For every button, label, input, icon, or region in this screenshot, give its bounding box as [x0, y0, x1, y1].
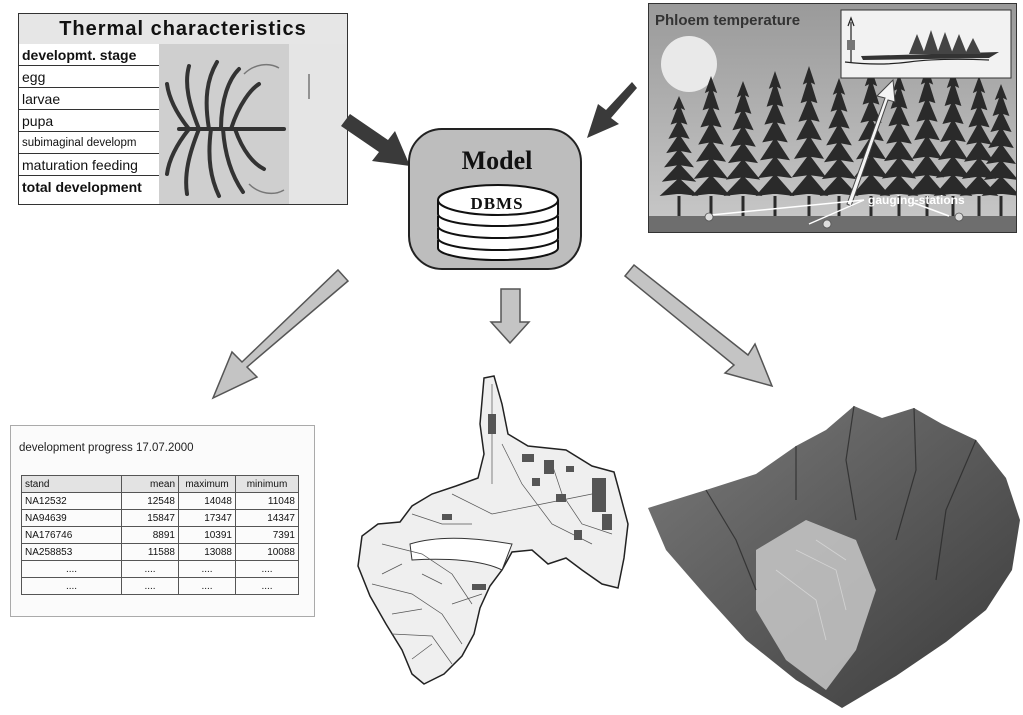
table-row: .... .... .... .... — [21, 560, 299, 578]
progress-table: stand mean maximum minimum NA12532 12548… — [21, 475, 299, 595]
conifer-tree — [879, 74, 919, 196]
tree-trunk — [951, 196, 955, 216]
thermal-title: Thermal characteristics — [19, 14, 347, 44]
progress-title: development progress 17.07.2000 — [19, 442, 194, 454]
table-cell: NA12532 — [21, 492, 122, 510]
table-cell: 7391 — [235, 526, 299, 544]
column-header: maximum — [178, 475, 236, 493]
thermal-row: total development — [22, 179, 142, 195]
conifer-tree — [819, 78, 859, 196]
conifer-tree — [659, 96, 699, 196]
dbms-label: DBMS — [470, 194, 524, 213]
conifer-tree — [933, 70, 973, 196]
tree-trunk — [709, 196, 713, 216]
tree-trunk — [677, 196, 681, 216]
arrow-model-to-terrain — [623, 263, 774, 388]
table-cell: .... — [121, 577, 179, 595]
conifer-tree — [789, 66, 829, 196]
thermal-row: developmt. stage — [19, 44, 159, 66]
table-cell: 14048 — [178, 492, 236, 510]
gauging-stations-label: gauging-stations — [868, 193, 965, 207]
column-header: mean — [121, 475, 179, 493]
table-cell: 10391 — [178, 526, 236, 544]
conifer-tree — [723, 81, 763, 196]
tree-trunk — [977, 196, 981, 216]
thermal-characteristics-panel: Thermal characteristics developmt. stage… — [18, 13, 348, 205]
thermal-row: larvae — [19, 88, 159, 110]
table-cell: 14347 — [235, 509, 299, 527]
phloem-title: Phloem temperature — [655, 12, 801, 29]
development-progress-panel: development progress 17.07.2000 stand me… — [10, 425, 315, 617]
thermal-row: pupa — [19, 110, 159, 132]
table-row: NA94639 15847 17347 14347 — [21, 509, 299, 527]
table-cell: 11588 — [121, 543, 179, 561]
conifer-tree — [959, 76, 999, 196]
stand-map — [357, 375, 629, 685]
thermal-row: egg — [19, 66, 159, 88]
table-row: NA176746 8891 10391 7391 — [21, 526, 299, 544]
conifer-tree — [755, 71, 795, 196]
tree-trunk — [837, 196, 841, 216]
column-header: stand — [21, 475, 122, 493]
thermal-row: subimaginal developm — [19, 132, 159, 154]
table-header-row: stand mean maximum minimum — [21, 475, 299, 493]
table-row: NA12532 12548 14048 11048 — [21, 492, 299, 510]
database-icon — [437, 184, 559, 261]
conifer-tree — [851, 68, 891, 196]
beetle-gallery-image — [159, 44, 347, 204]
model-title: Model — [461, 146, 533, 175]
tree-trunk — [999, 196, 1003, 216]
tree-trunk — [925, 196, 929, 216]
table-cell: 17347 — [178, 509, 236, 527]
table-cell: 8891 — [121, 526, 179, 544]
table-cell: NA258853 — [21, 543, 122, 561]
arrow-model-to-map — [489, 288, 531, 345]
table-cell: NA176746 — [21, 526, 122, 544]
terrain-3d-model — [648, 405, 1020, 708]
tree-trunk — [897, 196, 901, 216]
phloem-temperature-panel: Phloem temperature gauging-stations — [648, 3, 1017, 233]
tree-trunk — [773, 196, 777, 216]
tree-trunk — [741, 196, 745, 216]
table-cell: 15847 — [121, 509, 179, 527]
arrow-model-to-table — [211, 268, 350, 400]
conifer-tree — [907, 66, 947, 196]
table-cell: NA94639 — [21, 509, 122, 527]
model-box: Model DBMS — [408, 128, 582, 270]
table-cell: .... — [21, 560, 122, 578]
arrow-phloem-to-model — [587, 82, 637, 138]
table-row: .... .... .... .... — [21, 577, 299, 595]
table-cell: .... — [121, 560, 179, 578]
table-cell: .... — [178, 560, 236, 578]
table-cell: .... — [21, 577, 122, 595]
table-cell: 13088 — [178, 543, 236, 561]
table-cell: 10088 — [235, 543, 299, 561]
table-cell: .... — [178, 577, 236, 595]
conifer-tree — [691, 76, 731, 196]
table-row: NA258853 11588 13088 10088 — [21, 543, 299, 561]
arrow-thermal-to-model — [341, 114, 410, 166]
column-header: minimum — [235, 475, 299, 493]
forest-stand-image — [649, 4, 1016, 232]
table-cell: 11048 — [235, 492, 299, 510]
table-cell: .... — [235, 560, 299, 578]
table-cell: .... — [235, 577, 299, 595]
conifer-tree — [981, 84, 1016, 196]
table-cell: 12548 — [121, 492, 179, 510]
thermal-row: maturation feeding — [19, 154, 159, 176]
tree-trunk — [869, 196, 873, 216]
